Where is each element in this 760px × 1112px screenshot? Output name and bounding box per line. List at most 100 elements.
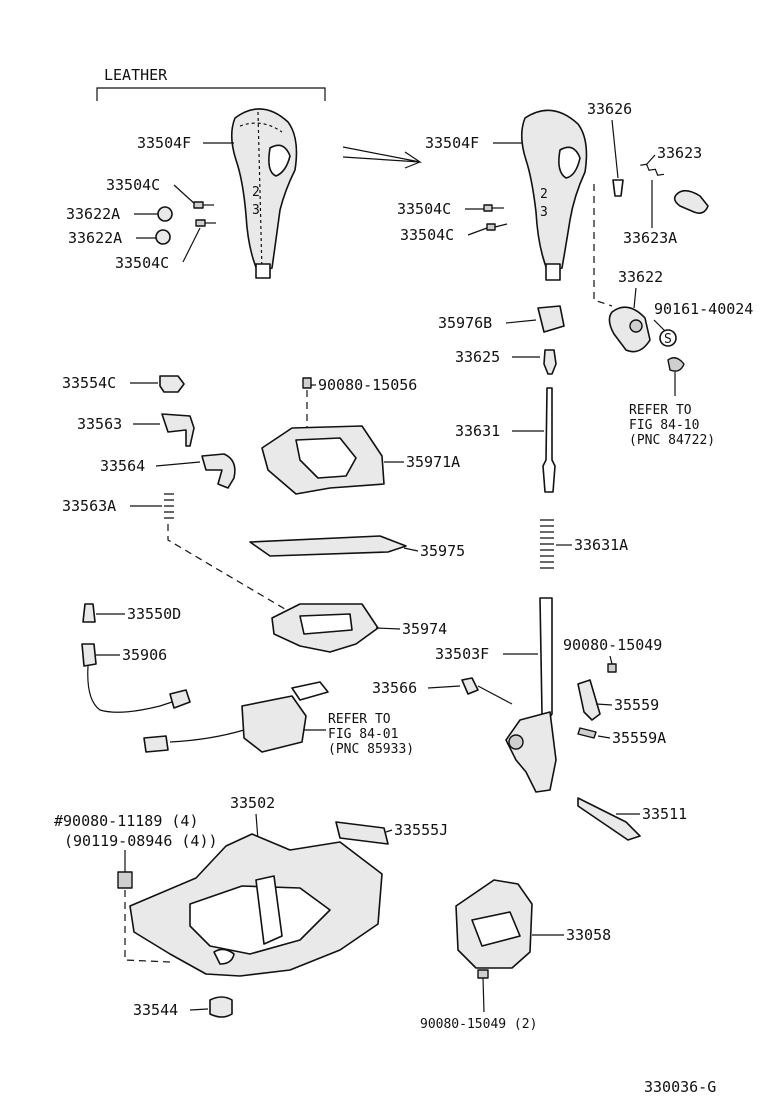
leader-33622 [633,287,637,309]
screw-90080-15049-2[interactable] [477,969,489,979]
sleeve-35976b[interactable] [537,305,565,333]
pad-33555j[interactable] [335,821,389,845]
transition-arrow [342,146,423,169]
screw-33504c-leather-a[interactable] [193,201,214,209]
callout-35971a[interactable]: 35971A [406,453,460,471]
screw-90080-15056[interactable] [302,377,312,389]
ref-fig-84-10-line1[interactable]: REFER TO [629,403,692,418]
callout-33504c-leather-b[interactable]: 33504C [115,254,169,272]
plate-35975[interactable] [249,535,407,557]
switch-assembly[interactable] [143,681,329,753]
leader-90080-15049-2 [482,977,485,1013]
callout-33625[interactable]: 33625 [455,348,500,366]
callout-33622[interactable]: 33622 [618,268,663,286]
leader-90161 [653,319,667,333]
pin-33625[interactable] [543,349,557,375]
screw-33504c-leather-b[interactable] [195,219,216,227]
spring-33631a[interactable] [540,519,554,569]
callout-33631[interactable]: 33631 [455,422,500,440]
ref-fig-84-10-line2[interactable]: FIG 84-10 [629,418,699,433]
callout-33623[interactable]: 33623 [657,144,702,162]
lever-33503f[interactable] [505,597,557,793]
callout-90080-15056[interactable]: 90080-15056 [318,376,417,394]
leader-35976b [505,319,537,324]
callout-90080-15049[interactable]: 90080-15049 [563,636,662,654]
lever-35559[interactable] [577,679,601,721]
callout-33555j[interactable]: 33555J [394,821,448,839]
callout-33563a[interactable]: 33563A [62,497,116,515]
callout-33504c-b[interactable]: 33504C [400,226,454,244]
housing-33502[interactable] [129,833,383,977]
rod-33631[interactable] [542,387,556,493]
bolt-90080-11189[interactable] [117,871,133,889]
callout-35975[interactable]: 35975 [420,542,465,560]
dashed-bolt-housing [124,890,171,963]
callout-33550d[interactable]: 33550D [127,605,181,623]
lever-33563[interactable] [161,413,195,447]
callout-33564[interactable]: 33564 [100,457,145,475]
leader-33504c-leather-a [173,184,197,206]
leader-35559a [597,735,611,739]
unit-33058[interactable] [455,879,533,969]
callout-33622a-b[interactable]: 33622A [68,229,122,247]
bracket-33554c[interactable] [159,375,185,393]
callout-33504c-leather-a[interactable]: 33504C [106,176,160,194]
callout-33626[interactable]: 33626 [587,100,632,118]
knob-mark-2b: 2 [540,187,548,202]
screw-33504c-a[interactable] [483,204,504,212]
callout-33544[interactable]: 33544 [133,1001,178,1019]
callout-35976b[interactable]: 35976B [438,314,492,332]
cap-33622a-a[interactable] [157,206,173,222]
screw-90080-15049[interactable] [607,663,617,673]
cap-33622a-b[interactable] [155,229,171,245]
leader-35559 [595,703,613,706]
clip-33626[interactable] [612,179,624,197]
callout-35974[interactable]: 35974 [402,620,447,638]
knob-mark-3b: 3 [540,205,548,220]
callout-90080-15049-2[interactable]: 90080-15049 (2) [420,1017,537,1032]
callout-33623a[interactable]: 33623A [623,229,677,247]
ref-fig-84-01-line1[interactable]: REFER TO [328,712,391,727]
cable-33566 [477,685,513,705]
spring-33623[interactable] [640,162,665,178]
callout-90119-08946[interactable]: (90119-08946 (4)) [64,832,218,850]
knob-mark-3: 3 [252,203,260,218]
button-33622[interactable] [608,306,651,353]
ref-fig-84-01-line3[interactable]: (PNC 85933) [328,742,414,757]
bulb-33550d[interactable] [82,603,96,623]
pin-35559a[interactable] [577,727,597,739]
callout-33058[interactable]: 33058 [566,926,611,944]
callout-35906[interactable]: 35906 [122,646,167,664]
leader-33626 [611,119,619,179]
shift-knob[interactable]: 2 3 [520,109,588,281]
callout-90161-40024[interactable]: 90161-40024 [654,300,753,318]
callout-33504c-a[interactable]: 33504C [397,200,451,218]
callout-33504f[interactable]: 33504F [425,134,479,152]
nut-90161[interactable] [667,357,685,372]
leader-33504c-b [467,227,488,236]
callout-35559[interactable]: 35559 [614,696,659,714]
screw-33504c-b[interactable] [486,223,508,231]
callout-33554c[interactable]: 33554C [62,374,116,392]
callout-33563[interactable]: 33563 [77,415,122,433]
callout-33631a[interactable]: 33631A [574,536,628,554]
cable-33566-end[interactable] [461,677,479,695]
lever-33564[interactable] [201,453,236,489]
callout-35559a[interactable]: 35559A [612,729,666,747]
pin-33511[interactable] [577,797,641,841]
bushing-33544[interactable] [209,996,233,1018]
button-33623a[interactable] [673,189,709,214]
plate-35974-slot [299,613,353,635]
ref-fig-84-10-line3[interactable]: (PNC 84722) [629,433,715,448]
callout-33511[interactable]: 33511 [642,805,687,823]
spring-33563a[interactable] [164,493,174,519]
socket-35906[interactable] [81,643,191,713]
callout-33503f[interactable]: 33503F [435,645,489,663]
callout-33502[interactable]: 33502 [230,794,275,812]
callout-33566[interactable]: 33566 [372,679,417,697]
callout-90080-11189[interactable]: #90080-11189 (4) [54,812,199,830]
callout-33504f-leather[interactable]: 33504F [137,134,191,152]
leather-shift-knob[interactable]: 2 3 [230,108,298,279]
ref-fig-84-01-line2[interactable]: FIG 84-01 [328,727,398,742]
callout-33622a-a[interactable]: 33622A [66,205,120,223]
